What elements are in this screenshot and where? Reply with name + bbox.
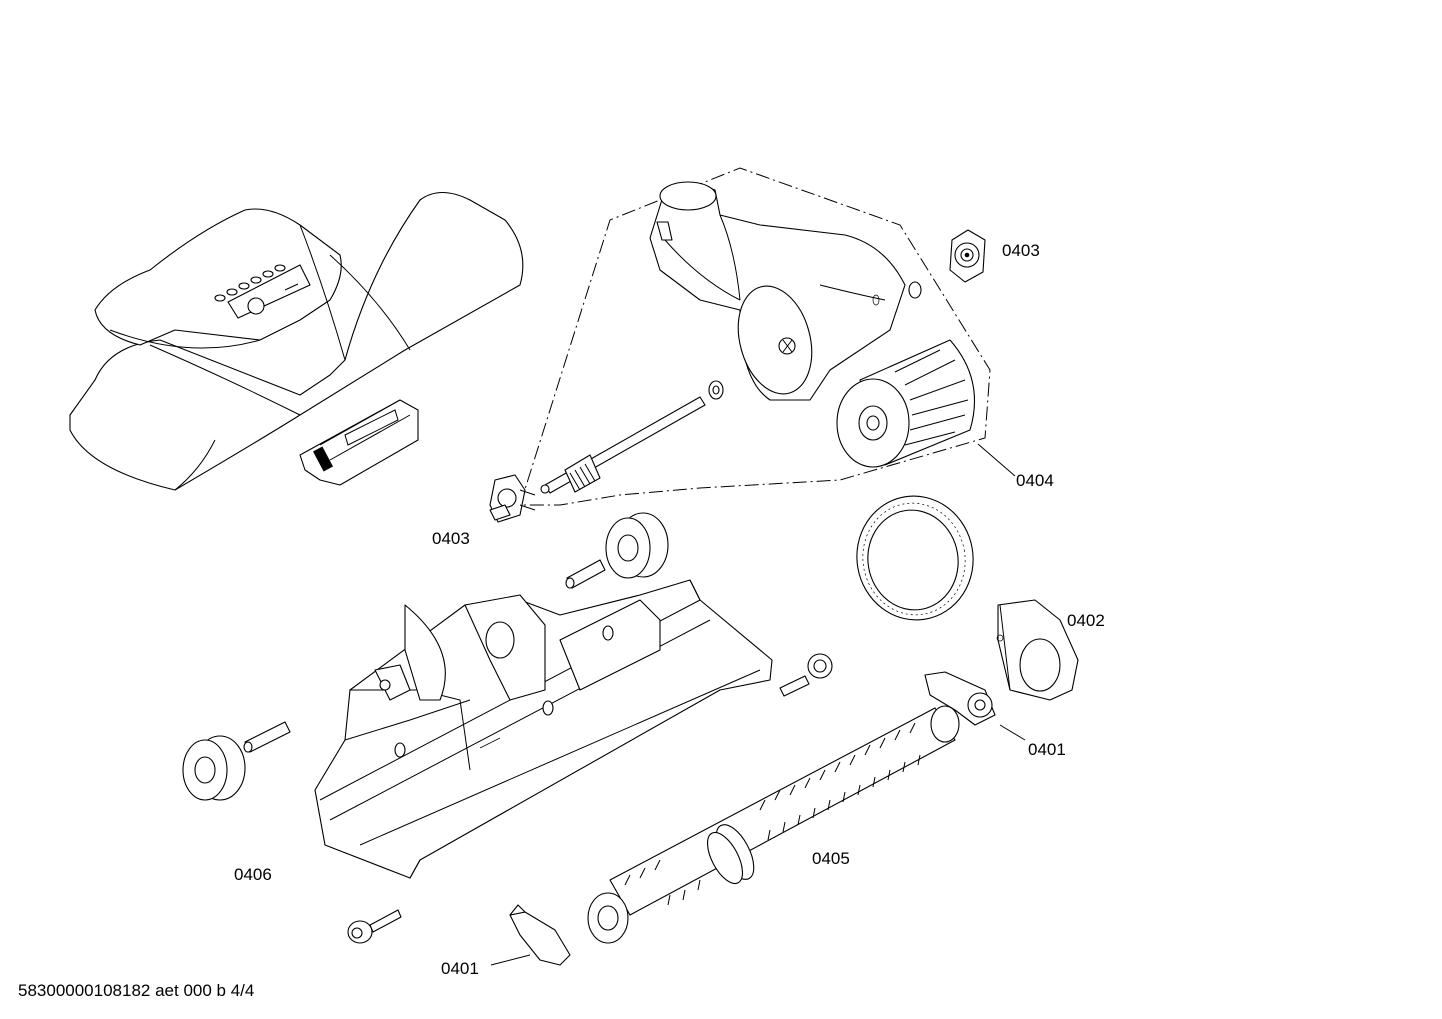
adjust-buttons-row [214,264,286,302]
rear-wheel-upper-part [565,512,669,589]
callout-0403-left: 0403 [432,529,470,548]
bearing-bracket-left-part [489,474,536,523]
drive-shaft-part [540,380,724,494]
belt-cover-part [996,599,1079,701]
callout-0406: 0406 [234,865,272,884]
latch-part [299,399,419,486]
screw-part [347,909,402,944]
drawing-reference-code: 58300000108182 aet 000 b 4/4 [18,981,255,1000]
nozzle-base-part [314,579,773,879]
callout-0405: 0405 [812,849,850,868]
turbine-wheel-part [836,339,976,468]
front-wheel-part [182,721,291,801]
brush-bristles [624,722,921,906]
end-cap-right-part [924,671,996,726]
callout-0403-top: 0403 [1002,241,1040,260]
brush-roller-part [587,705,960,944]
callout-0401-bottom: 0401 [441,959,479,978]
nozzle-cover-part [69,191,524,491]
callout-0402: 0402 [1067,611,1105,630]
leader-lines [490,443,1026,966]
callout-0401-right: 0401 [1028,740,1066,759]
bearing-bracket-top-part [949,229,986,283]
callout-0404: 0404 [1016,471,1054,490]
drive-belt-part [856,495,974,621]
turbine-housing-part [649,181,922,401]
small-axle-part [779,653,833,697]
end-cap-bottom-part [509,904,571,966]
